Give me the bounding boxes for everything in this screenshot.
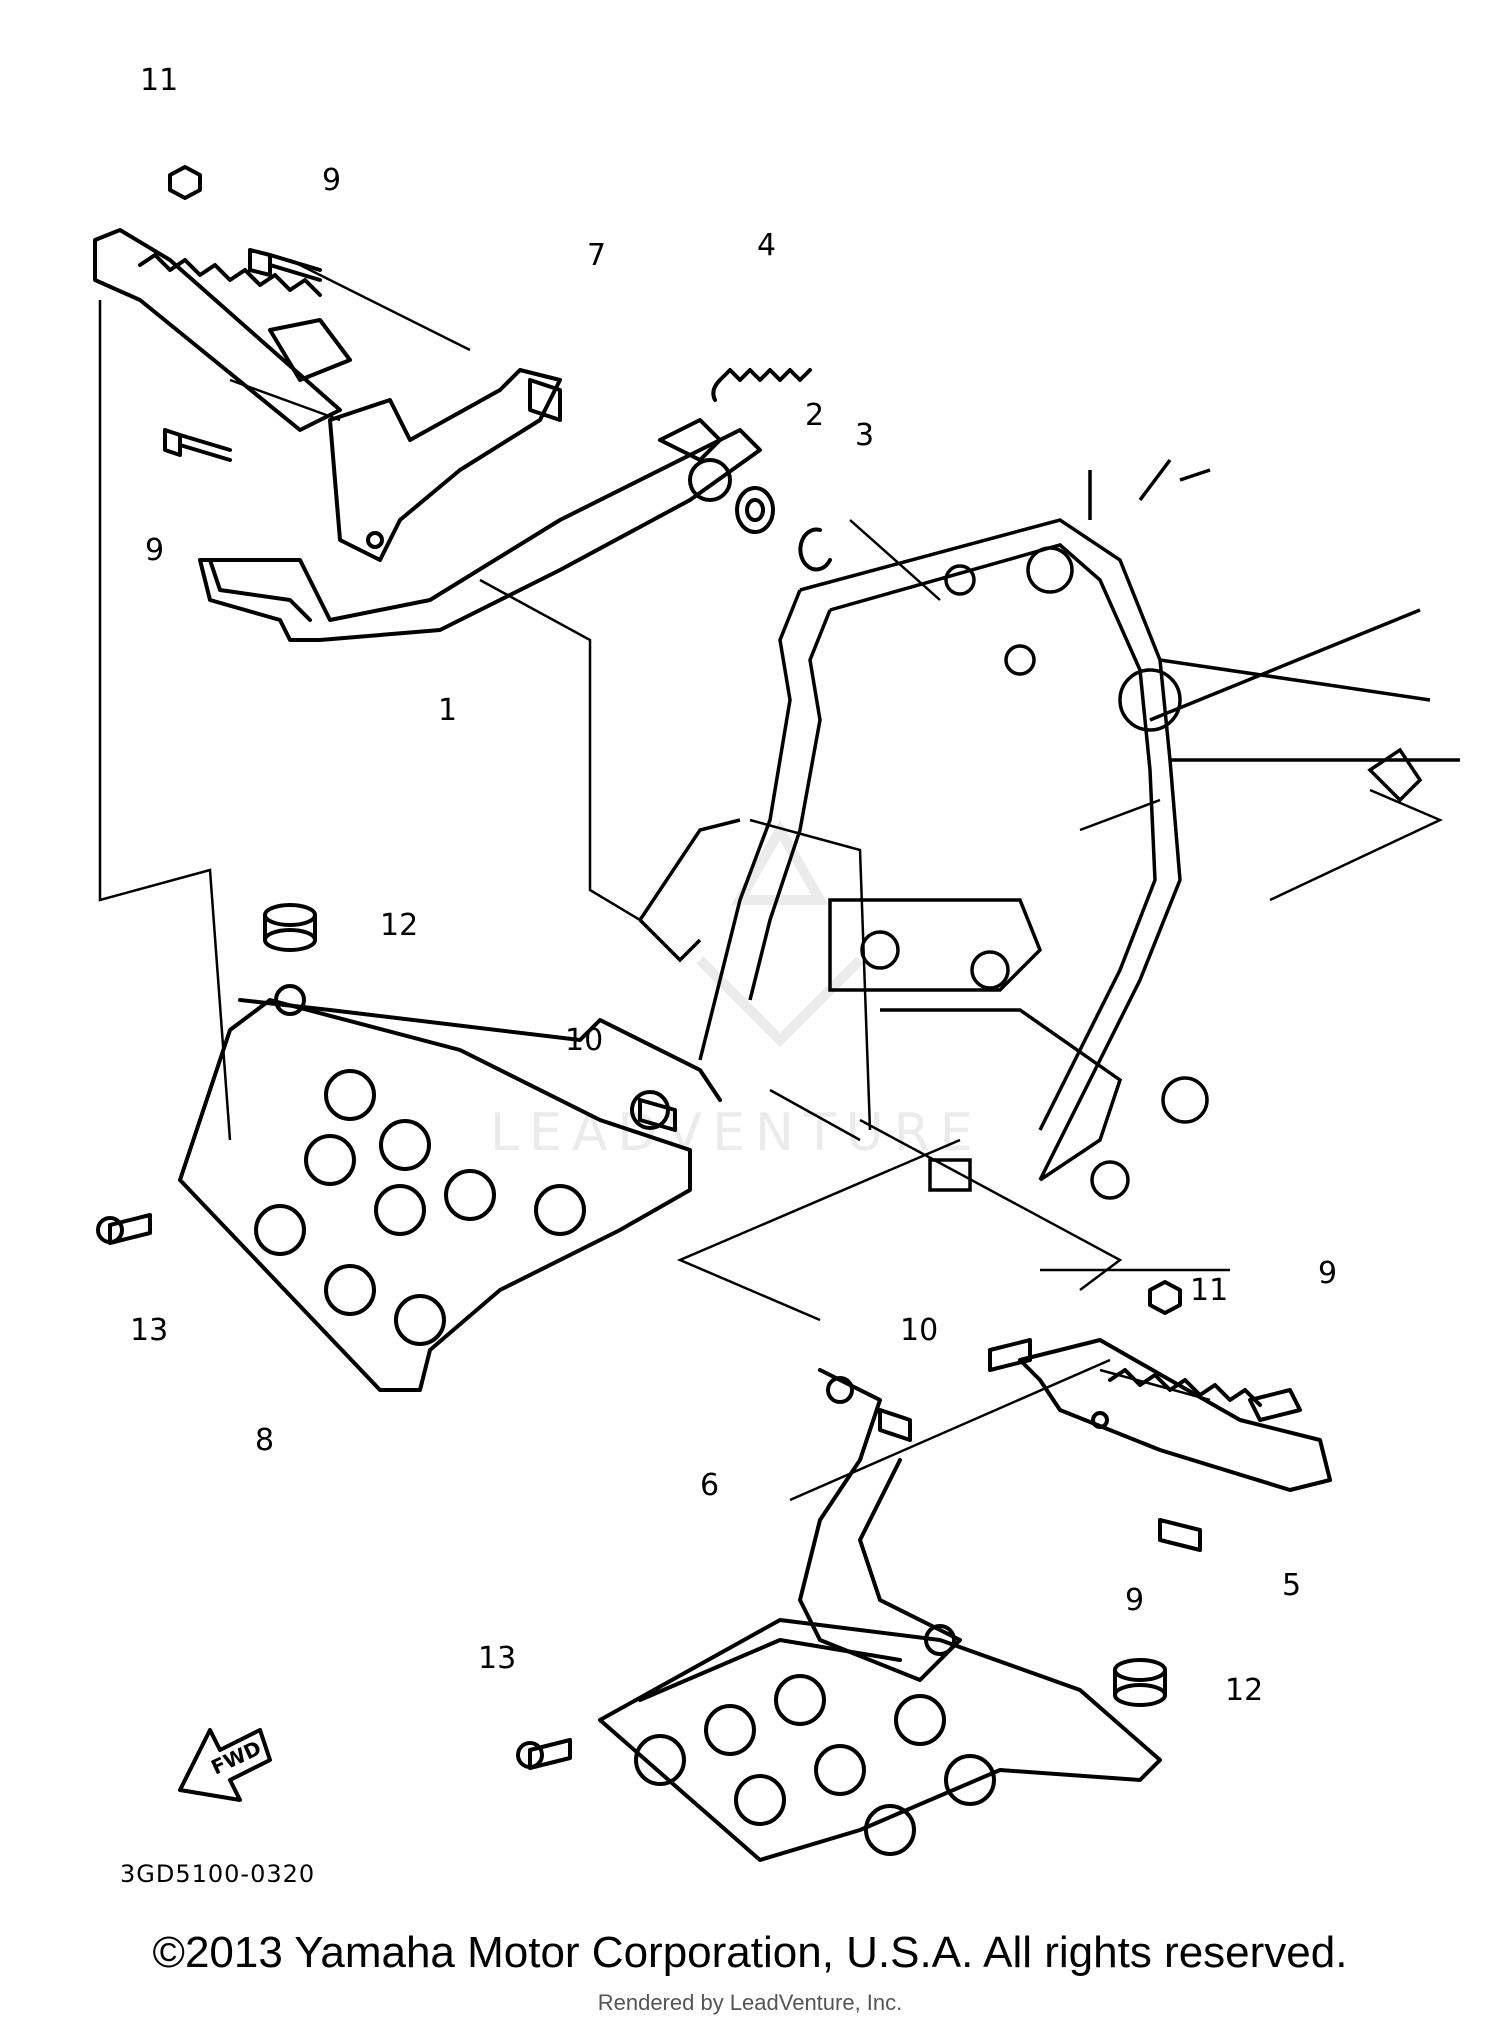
callout-9-bottom: 9	[1125, 1583, 1144, 1618]
brake-pedal-part-1	[198, 418, 762, 642]
callout-10-left: 10	[565, 1023, 603, 1058]
callout-10-right: 10	[900, 1313, 938, 1348]
callout-8: 8	[255, 1423, 274, 1458]
callout-1: 1	[438, 693, 457, 728]
washer-part-2	[735, 486, 775, 534]
bolts-top	[163, 165, 322, 462]
callout-7: 7	[587, 238, 606, 273]
callout-6: 6	[700, 1468, 719, 1503]
callout-labels: 11 9 4 7 2 3 9 1 12 10 13 8 11 9 10 6 9 …	[130, 63, 1337, 1708]
motorcycle-frame	[638, 458, 1460, 1200]
callout-4: 4	[757, 228, 776, 263]
diagram-code: 3GD5100-0320	[120, 1860, 315, 1888]
callout-11-top: 11	[140, 63, 178, 98]
foot-plate-part-8	[178, 984, 722, 1392]
foot-plate-lower	[598, 1618, 1162, 1862]
copyright-notice: ©2013 Yamaha Motor Corporation, U.S.A. A…	[152, 1928, 1348, 1977]
rendered-by-text: Rendered by LeadVenture, Inc.	[597, 1990, 903, 2015]
circlip-part-3	[798, 527, 832, 572]
callout-13-left: 13	[130, 1313, 168, 1348]
watermark-logo: LEADVENTURE	[490, 819, 983, 1163]
footrest-bracket-part-7	[328, 368, 562, 562]
callout-9-left: 9	[145, 533, 164, 568]
callout-9-top: 9	[322, 163, 341, 198]
callout-12-right: 12	[1225, 1673, 1263, 1708]
callout-12-top: 12	[380, 908, 418, 943]
callout-11-right: 11	[1190, 1273, 1228, 1308]
fwd-arrow-icon: FWD	[178, 1728, 272, 1802]
screws-part-13	[96, 1213, 572, 1770]
callout-13-bottom: 13	[478, 1641, 516, 1676]
callout-3: 3	[855, 418, 874, 453]
damper-part-12-top	[263, 903, 317, 952]
watermark-text: LEADVENTURE	[490, 1103, 983, 1163]
footpeg-left	[93, 228, 352, 432]
damper-part-12-right	[1113, 1658, 1167, 1707]
spring-part-4	[711, 368, 812, 402]
bolts-right	[638, 1098, 1302, 1552]
footpeg-part-5	[988, 1338, 1332, 1492]
callout-5: 5	[1282, 1568, 1301, 1603]
callout-2: 2	[805, 398, 824, 433]
callout-9-right: 9	[1318, 1256, 1337, 1291]
leader-lines	[98, 258, 1444, 1502]
guard-part-6	[798, 1368, 962, 1682]
